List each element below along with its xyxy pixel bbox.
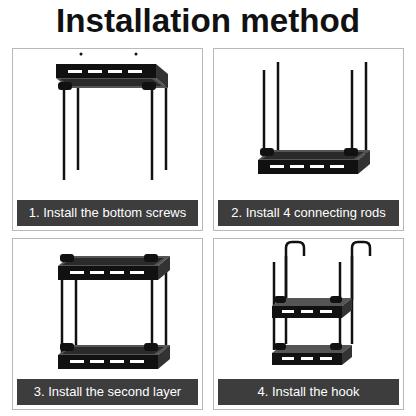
- step-caption: 4. Install the hook: [218, 379, 399, 405]
- step-caption: 2. Install 4 connecting rods: [218, 200, 399, 226]
- step-caption: 1. Install the bottom screws: [17, 200, 198, 226]
- page-title: Installation method: [0, 2, 416, 40]
- step-panel: 2. Install 4 connecting rods: [213, 48, 404, 231]
- step-panel: 3. Install the second layer: [12, 238, 203, 410]
- step-panel: 1. Install the bottom screws: [12, 48, 203, 231]
- step-caption: 3. Install the second layer: [17, 379, 198, 405]
- step-panel: 4. Install the hook: [213, 238, 404, 410]
